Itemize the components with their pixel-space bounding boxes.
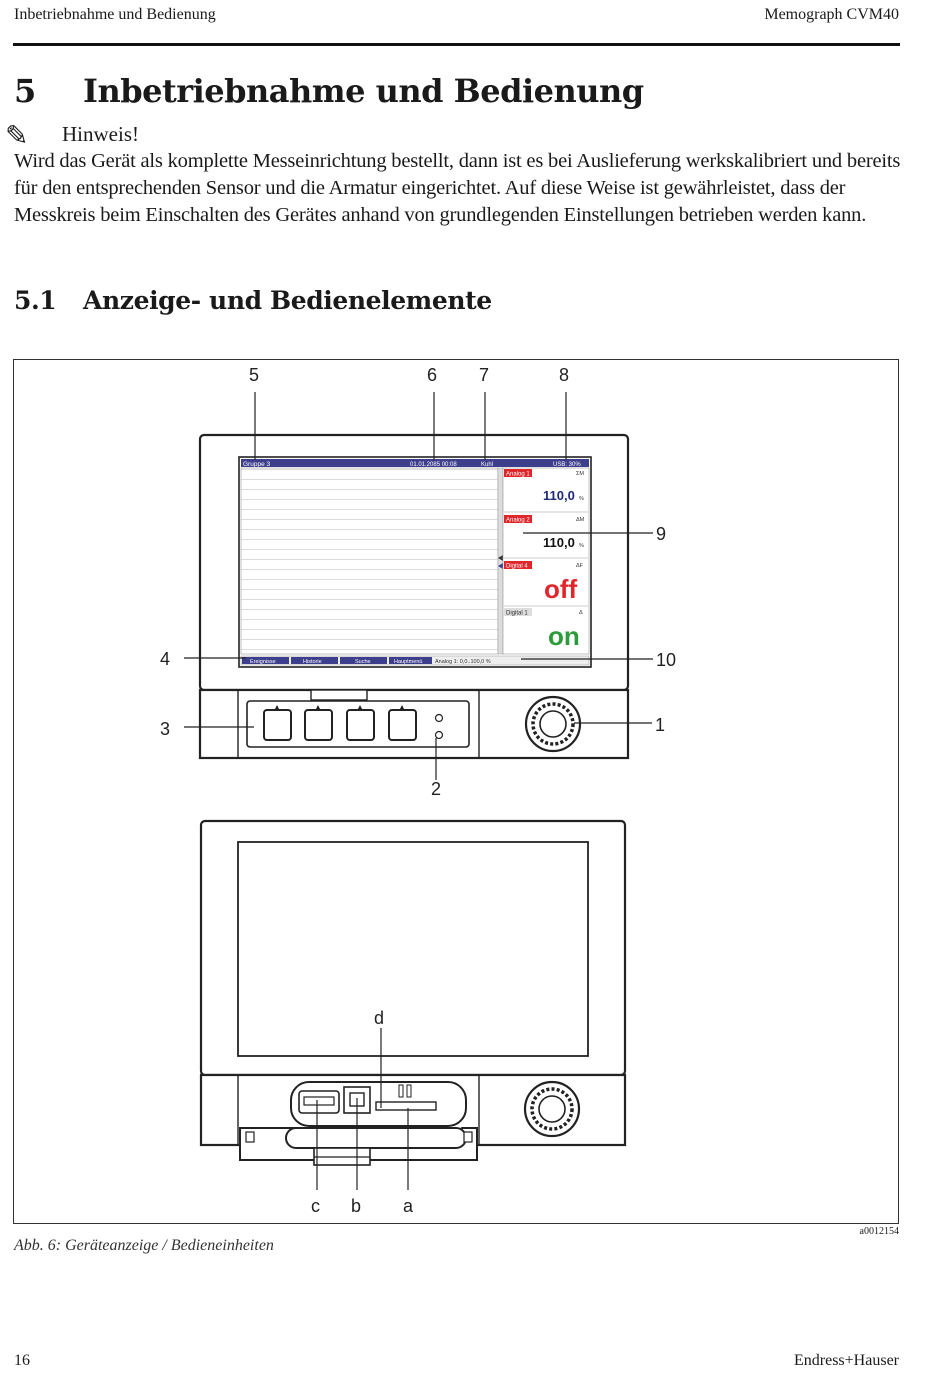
led-1 [434,713,444,723]
screen-status: Kuhl [481,462,493,468]
footer-brand: Endress+Hauser [794,1352,899,1369]
softkey-2-label: Historie [303,659,322,665]
section-heading: 5 Inbetriebnahme und Bedienung [14,72,644,110]
callout-9: 9 [656,524,666,544]
operating-key-3 [346,709,375,741]
callout-a: a [403,1196,414,1216]
channel-2-suffix: % [579,543,584,549]
callout-d: d [374,1008,384,1028]
operating-key-4 [388,709,417,741]
usb-a-port-icon [303,1096,335,1106]
note-title: Hinweis! [62,122,139,146]
channel-3-value: off [544,574,578,604]
callout-2: 2 [431,779,441,799]
screen-group-label: Gruppe 3 [243,461,270,468]
device-front: Gruppe 3 01.01.2085 00:08 Kuhl USB: 30% … [198,433,630,760]
navigator-knob-icon [524,695,582,753]
channel-3-unit: ΔF [576,563,584,569]
figure-id: a0012154 [859,1226,899,1237]
callout-1: 1 [655,715,665,735]
header-rule [13,43,900,46]
device-flap-open [199,819,627,1166]
screen-scrollbar [497,467,504,655]
navigator-knob-icon [523,1080,581,1138]
section-number: 5 [14,72,36,110]
callout-5: 5 [249,365,259,385]
callout-b: b [351,1196,361,1216]
channel-4-value: on [548,621,580,651]
figure-frame: Gruppe 3 01.01.2085 00:08 Kuhl USB: 30% … [13,359,899,1224]
device-illustration: Gruppe 3 01.01.2085 00:08 Kuhl USB: 30% … [160,365,676,1216]
channel-4-unit: Δ [579,610,583,616]
softkey-4-label: Hauptmenü [394,659,422,665]
pencil-icon: ✎ [5,121,29,152]
callout-c: c [311,1196,320,1216]
running-header-right: Memograph CVM40 [764,6,899,23]
callout-6: 6 [427,365,437,385]
channel-1-suffix: % [579,496,584,502]
channel-2-name: Analog 2 [506,518,530,524]
callout-8: 8 [559,365,569,385]
channel-1-unit: ΣM [576,471,584,477]
operating-key-2 [304,709,333,741]
softkey-1-label: Ereignisse [250,659,276,665]
callout-4: 4 [160,649,170,669]
note-text: Wird das Gerät als komplette Messeinrich… [14,150,901,226]
screen-datetime: 01.01.2085 00:08 [410,462,457,468]
section-title: Inbetriebnahme und Bedienung [83,72,644,110]
channel-3-name: Digital 4 [506,564,528,570]
screen-title-bar [241,459,589,467]
callout-10: 10 [656,650,676,670]
channel-2-value: 110,0 [543,535,575,550]
channel-1-value: 110,0 [543,488,575,503]
operating-key-1 [263,709,292,741]
sd-card-slot-icon [375,1101,437,1111]
page-number: 16 [14,1352,30,1369]
softkey-3-label: Suche [355,659,371,665]
screen-usb: USB: 30% [553,462,581,468]
running-header-left: Inbetriebnahme und Bedienung [14,6,216,23]
channel-4-name: Digital 1 [506,611,528,617]
led-2 [434,730,444,740]
channel-1-name: Analog 1 [506,472,530,478]
subsection-heading: 5.1 Anzeige- und Bedienelemente [14,286,492,315]
figure-caption: Abb. 6: Geräteanzeige / Bedieneinheiten [14,1237,274,1254]
blank-screen [237,841,589,1057]
screen-chart-area [240,467,499,655]
callout-7: 7 [479,365,489,385]
callout-3: 3 [160,719,170,739]
channel-2-unit: ΔM [576,517,585,523]
subsection-number: 5.1 [14,286,57,315]
screen-status-line: Analog 1: 0,0..100,0 % [435,659,491,665]
subsection-title: Anzeige- und Bedienelemente [83,286,492,315]
